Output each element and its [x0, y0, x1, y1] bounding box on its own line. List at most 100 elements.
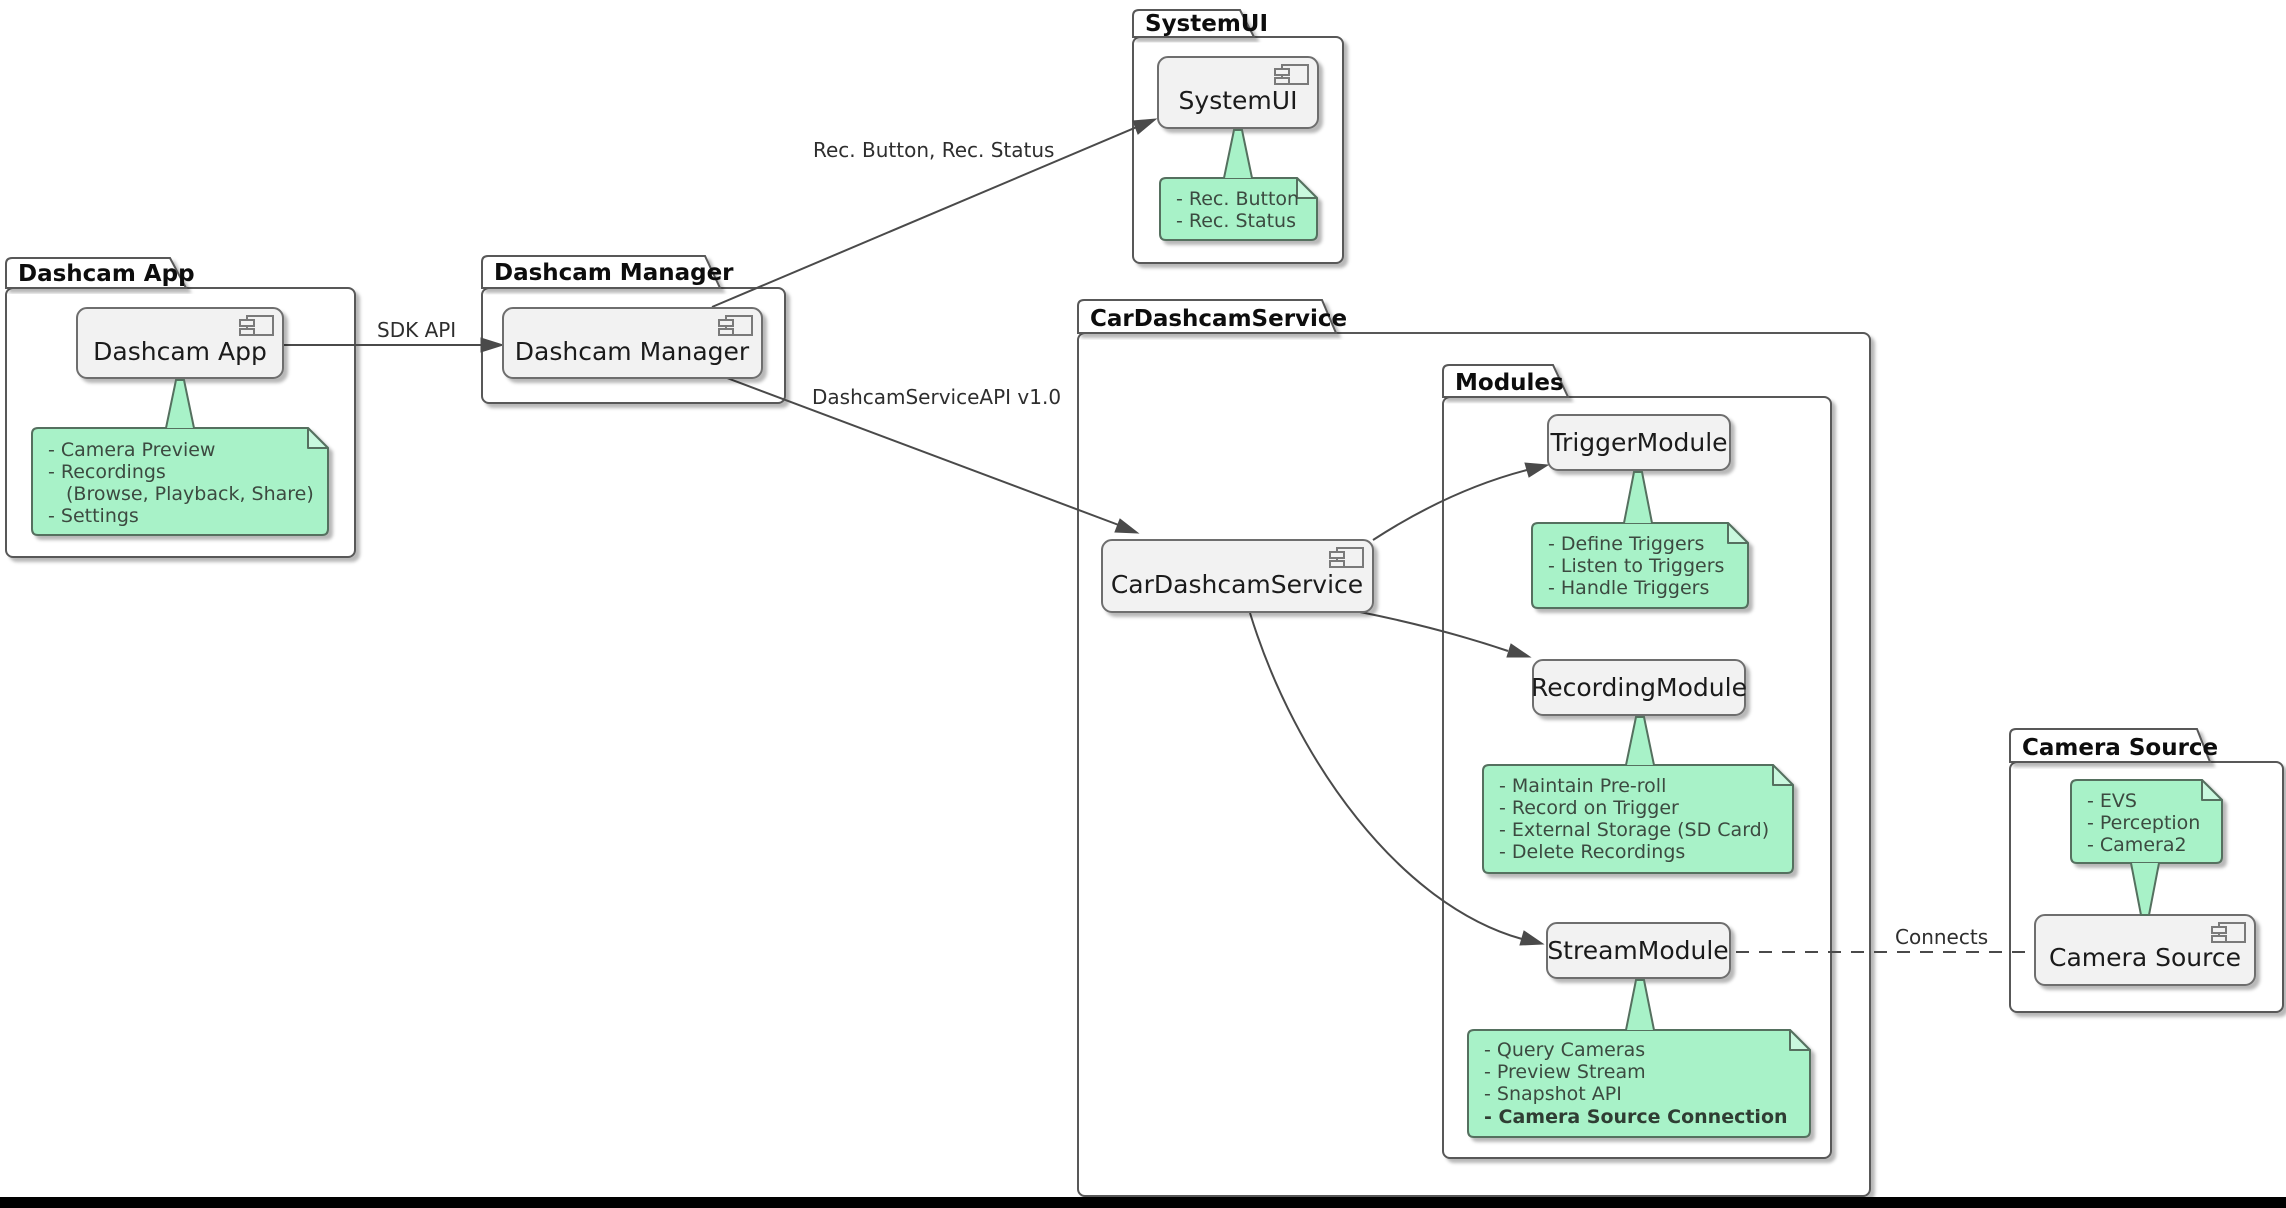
component-systemui: SystemUI	[1157, 56, 1319, 129]
note-line: - Perception	[2087, 812, 2200, 834]
edge-service-to-stream	[1249, 612, 1523, 940]
component-camera-source: Camera Source	[2034, 914, 2256, 986]
component-dashcam-app: Dashcam App	[76, 307, 284, 379]
note-tail-outline	[1623, 471, 1653, 524]
note-tail-outline	[2130, 862, 2160, 916]
note-tail-outline	[1625, 716, 1655, 766]
package-camera-source-tab	[2009, 728, 2212, 763]
note-stream-module: - Query Cameras - Preview Stream - Snaps…	[1467, 979, 1811, 1138]
note-systemui-body	[1159, 177, 1318, 241]
component-icon	[1329, 547, 1364, 568]
note-line: - Settings	[48, 505, 139, 527]
bottom-bar	[0, 1197, 2286, 1208]
arrowhead-sdk-api	[480, 337, 505, 353]
component-dashcam-app-label: Dashcam App	[93, 337, 267, 366]
note-line: - Preview Stream	[1484, 1061, 1646, 1083]
note-line: - EVS	[2087, 790, 2137, 812]
note-line: - Rec. Button	[1176, 188, 1299, 210]
edge-service-to-trigger	[1372, 469, 1528, 541]
component-dashcam-manager-box	[502, 307, 763, 379]
package-camera-source-title: Camera Source	[2022, 735, 2218, 761]
package-car-dashcam-service-tab	[1077, 299, 1338, 334]
note-line: (Browse, Playback, Share)	[66, 483, 314, 505]
package-systemui-tab	[1132, 9, 1256, 38]
note-line: - Snapshot API	[1484, 1083, 1622, 1105]
edge-dashcam-service-api	[726, 377, 1133, 531]
edge-service-to-recording	[1359, 611, 1509, 652]
package-dashcam-app-title: Dashcam App	[18, 261, 195, 287]
component-stream-module-label: StreamModule	[1547, 936, 1728, 965]
component-recording-module-label: RecordingModule	[1531, 673, 1747, 702]
component-stream-module: StreamModule	[1546, 922, 1731, 979]
note-line: - Define Triggers	[1548, 533, 1704, 555]
arrowhead-dashcam-service-api	[1114, 518, 1140, 534]
note-camera-source: - EVS - Perception - Camera2	[2070, 779, 2223, 916]
note-dashcam-app: - Camera Preview - Recordings (Browse, P…	[31, 379, 329, 536]
note-line: - Camera Preview	[48, 439, 215, 461]
note-line: - Listen to Triggers	[1548, 555, 1724, 577]
component-icon	[718, 315, 753, 336]
note-camera-source-body	[2070, 779, 2223, 864]
note-trigger-module-body	[1531, 522, 1749, 609]
component-icon	[239, 315, 274, 336]
note-line: - Rec. Status	[1176, 210, 1296, 232]
edge-label-dashcam-service-api: DashcamServiceAPI v1.0	[812, 385, 1061, 409]
component-recording-module-box	[1532, 659, 1746, 716]
note-line-bold: - Camera Source Connection	[1484, 1106, 1788, 1128]
note-line: - Camera2	[2087, 834, 2187, 856]
component-car-dashcam-service-label: CarDashcamService	[1111, 570, 1363, 599]
note-line: - Record on Trigger	[1499, 797, 1679, 819]
package-modules-title: Modules	[1455, 370, 1564, 396]
component-systemui-label: SystemUI	[1179, 86, 1298, 115]
note-dashcam-app-body	[31, 427, 329, 536]
component-car-dashcam-service: CarDashcamService	[1101, 539, 1374, 613]
edge-label-connects: Connects	[1895, 925, 1988, 949]
note-line: - Delete Recordings	[1499, 841, 1685, 863]
note-camera-source-fold	[2201, 779, 2223, 801]
note-tail	[2131, 863, 2159, 915]
edge-rec-button-status	[711, 120, 1152, 308]
arrowhead-rec-button-status	[1132, 118, 1158, 135]
edge-label-rec-button-status: Rec. Button, Rec. Status	[813, 138, 1054, 162]
edge-label-sdk-api: SDK API	[377, 318, 456, 342]
component-dashcam-manager-label: Dashcam Manager	[515, 337, 750, 366]
component-dashcam-app-box	[76, 307, 284, 379]
note-tail	[1624, 472, 1652, 523]
package-dashcam-app-tab	[5, 257, 188, 289]
arrowhead-service-to-stream	[1519, 930, 1545, 946]
note-stream-module-fold	[1789, 1029, 1811, 1051]
note-tail	[1224, 130, 1252, 178]
note-tail-outline	[1223, 129, 1253, 179]
package-car-dashcam-service-title: CarDashcamService	[1090, 306, 1347, 332]
note-tail-outline	[1625, 979, 1655, 1031]
edges	[283, 118, 2030, 953]
component-stream-module-box	[1546, 922, 1731, 979]
note-tail-outline	[165, 379, 195, 429]
component-recording-module: RecordingModule	[1531, 659, 1747, 716]
note-recording-module-body	[1482, 764, 1794, 874]
note-line: - Handle Triggers	[1548, 577, 1709, 599]
note-line: - Maintain Pre-roll	[1499, 775, 1666, 797]
package-dashcam-manager-tab	[481, 255, 722, 289]
note-recording-module: - Maintain Pre-roll - Record on Trigger …	[1482, 716, 1794, 874]
note-systemui: - Rec. Button - Rec. Status	[1159, 129, 1318, 241]
note-trigger-module-fold	[1727, 522, 1749, 544]
note-stream-module-body	[1467, 1029, 1811, 1138]
component-icon	[1274, 64, 1309, 85]
note-trigger-module: - Define Triggers - Listen to Triggers -…	[1531, 471, 1749, 609]
note-tail	[1626, 717, 1654, 765]
component-trigger-module-box	[1547, 414, 1731, 471]
arrowhead-service-to-recording	[1506, 643, 1532, 658]
component-dashcam-manager: Dashcam Manager	[502, 307, 763, 379]
component-trigger-module-label: TriggerModule	[1549, 428, 1727, 457]
note-line: - External Storage (SD Card)	[1499, 819, 1769, 841]
note-dashcam-app-fold	[307, 427, 329, 449]
component-camera-source-label: Camera Source	[2049, 943, 2241, 972]
arrowhead-service-to-trigger	[1524, 462, 1550, 478]
package-modules-tab	[1442, 364, 1570, 398]
component-trigger-module: TriggerModule	[1547, 414, 1731, 471]
package-systemui-title: SystemUI	[1145, 11, 1268, 37]
component-car-dashcam-service-box	[1101, 539, 1374, 613]
